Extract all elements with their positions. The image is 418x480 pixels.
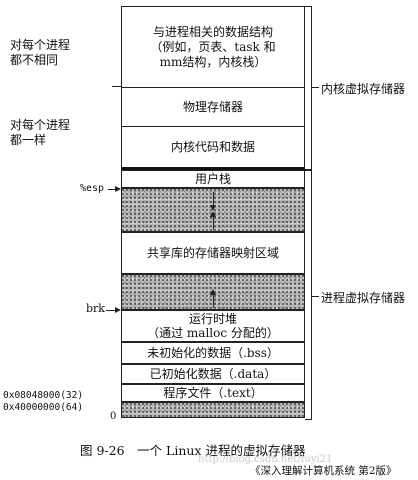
label-kernel-vm: 内核虚拟存储器	[321, 82, 406, 96]
block-shared-library-region: 共享库的存储器映射区域	[121, 232, 305, 274]
pointer-brk-arrow	[106, 307, 121, 313]
block-runtime-heap: 运行时堆 （通过 malloc 分配的）	[121, 310, 305, 342]
pointer-esp-label: %esp	[80, 183, 105, 194]
block-kernel-code-data: 内核代码和数据	[121, 126, 305, 168]
pointer-esp-arrow	[108, 186, 121, 192]
bracket-process-vm-tick	[311, 296, 319, 297]
block-kernel-data-structures: 与进程相关的数据结构 （例如，页表、task 和 mm结构，内核栈）	[121, 6, 305, 88]
label-per-process-same: 对每个进程 都一样	[10, 118, 71, 147]
bracket-process-vm	[305, 170, 312, 420]
heap-growth-arrow	[210, 289, 216, 308]
pointer-brk-label: brk	[86, 302, 105, 315]
address-32bit-label: 0x08048000(32)	[3, 390, 84, 401]
block-text: 程序文件（.text）	[121, 384, 305, 402]
source-credit: 《深入理解计算机系统 第2版》	[250, 465, 397, 477]
block-bss: 未初始化的数据（.bss）	[121, 342, 305, 364]
unused-region-bottom	[121, 402, 305, 418]
address-zero-label: 0	[110, 411, 117, 422]
label-per-process-different: 对每个进程 都不相同	[10, 38, 71, 67]
bracket-kernel-vm	[305, 6, 312, 170]
block-data: 已初始化数据（.data）	[121, 364, 305, 384]
block-user-stack: 用户栈	[121, 170, 305, 188]
divider-kernel-top	[112, 86, 121, 87]
watermark-url: http://blog.csdn.net/fuyi21	[198, 454, 333, 465]
figure-caption: 图 9-26 一个 Linux 进程的虚拟存储器	[80, 443, 306, 458]
bracket-kernel-vm-tick	[311, 87, 319, 88]
stack-growth-arrow	[210, 192, 216, 211]
label-process-vm: 进程虚拟存储器	[321, 291, 406, 305]
kernel-user-boundary	[121, 167, 305, 170]
mmap-growth-arrow	[210, 211, 216, 230]
block-physical-memory: 物理存储器	[121, 87, 305, 127]
address-64bit-label: 0x40000000(64)	[3, 402, 84, 413]
